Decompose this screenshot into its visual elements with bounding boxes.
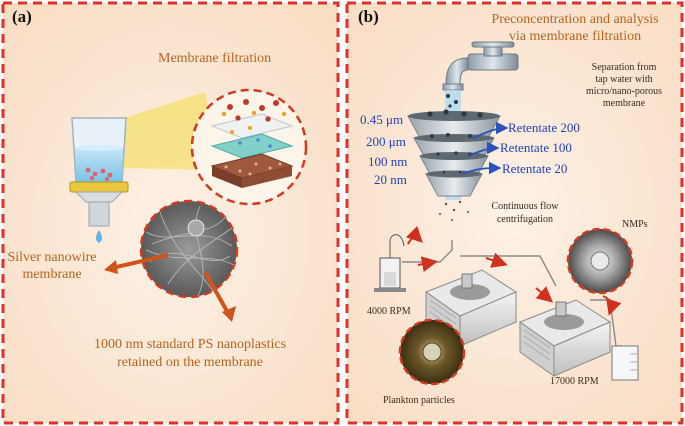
faucet-icon (442, 41, 519, 91)
pore-size-label: 100 nm (368, 154, 408, 169)
panel-b-title-line1: Preconcentration and analysis (491, 12, 659, 27)
cfc-label: Continuous flow centrifugation (480, 200, 570, 226)
arrow-to-membrane-label (104, 260, 118, 274)
separation-label-line3: micro/nano-porous (585, 86, 663, 97)
retentate-200-arrow (471, 121, 509, 139)
retentate-label: Retentate 100 (500, 140, 572, 155)
sem-image-inset (139, 199, 239, 299)
panel-b-title: Preconcentration and analysis via membra… (470, 11, 680, 45)
retained-label-line1: 1000 nm standard PS nanoplastics (93, 337, 287, 352)
retained-label-line2: retained on the membrane (117, 355, 263, 370)
membrane-label: Silver nanowire membrane (6, 249, 98, 283)
panel-b-border (345, 1, 684, 425)
nmps-inset (566, 227, 634, 295)
nmps-label: NMPs (622, 219, 648, 230)
arrow-to-retained-label (222, 306, 236, 322)
retentate-label: Retentate 20 (502, 161, 568, 176)
separation-label: Separation from tap water with micro/nan… (572, 62, 676, 110)
filter-funnel-icon (69, 117, 129, 243)
centrifuge-17000-icon (518, 299, 612, 377)
panel-a-border (1, 1, 340, 425)
collection-beaker-icon (611, 345, 639, 381)
pore-size-label: 0.45 μm (360, 112, 404, 127)
separation-label-line2: tap water with (595, 74, 653, 85)
cfc-label-line1: Continuous flow (491, 201, 559, 212)
panel-a-title: Membrane filtration (158, 51, 272, 66)
panel-b-tag: (b) (358, 7, 379, 26)
pore-size-label: 200 μm (366, 134, 406, 149)
pore-size-label: 20 nm (374, 172, 407, 187)
sample-reservoir-icon (374, 234, 406, 292)
centrifuge-4000-icon (424, 269, 518, 347)
rpm-low-label: 4000 RPM (367, 306, 411, 317)
panel-a-tag: (a) (12, 7, 32, 26)
cfc-label-line2: centrifugation (496, 214, 554, 225)
retained-label: 1000 nm standard PS nanoplastics retaine… (72, 336, 308, 372)
membrane-label-line1: Silver nanowire (7, 250, 97, 265)
membrane-layers-inset (190, 88, 308, 206)
retentate-label: Retentate 200 (508, 120, 580, 135)
plankton-label: Plankton particles (383, 395, 455, 406)
separation-label-line4: membrane (602, 98, 646, 109)
panel-b-title-line2: via membrane filtration (508, 29, 642, 44)
rpm-high-label: 17000 RPM (550, 376, 599, 387)
retentate-20-arrow (461, 161, 502, 175)
membrane-label-line2: membrane (22, 267, 82, 282)
retentate-100-arrow (467, 141, 500, 157)
plankton-inset (398, 318, 466, 386)
separation-label-line1: Separation from (591, 62, 657, 73)
